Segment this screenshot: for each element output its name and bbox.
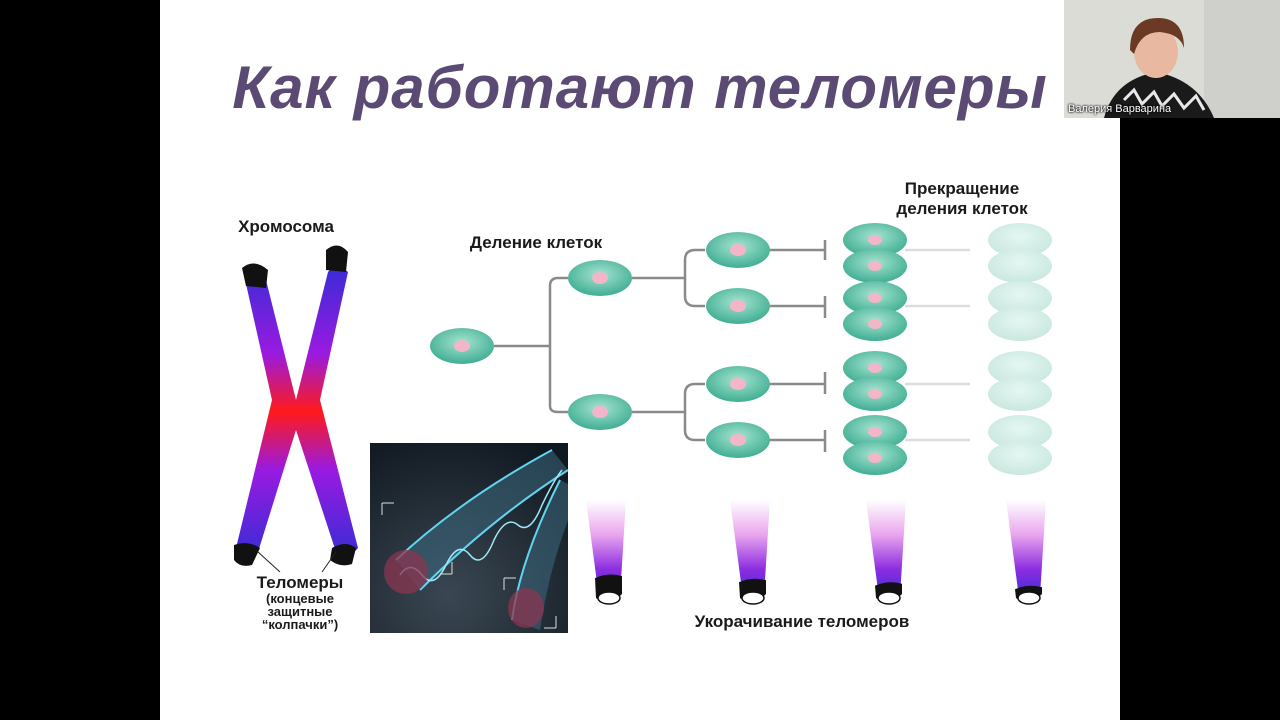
cell-division-diagram xyxy=(430,223,1052,475)
telomeres-note-line3: “колпачки”) xyxy=(262,617,338,632)
participant-video-frame xyxy=(1064,0,1280,118)
participant-video-tile[interactable]: Валерия Варварина xyxy=(1064,0,1280,118)
telomeres-label: Теломеры xyxy=(257,573,344,592)
cell-division-label: Деление клеток xyxy=(470,233,603,252)
telomere-stage-3 xyxy=(866,500,906,604)
tube-tip xyxy=(742,592,764,604)
stop-division-label-line1: Прекращение xyxy=(905,179,1019,198)
telomere-stage-2 xyxy=(730,500,770,604)
tube-tip xyxy=(598,592,620,604)
presentation-slide: Как работают теломеры Хромосома Теломеры… xyxy=(160,0,1120,720)
tube-tip xyxy=(878,592,900,604)
shortening-label: Укорачивание теломеров xyxy=(695,612,910,631)
telomere-shortening-stages xyxy=(586,500,1046,604)
dna-telomere-photo xyxy=(370,443,580,633)
chromosome-illustration xyxy=(234,245,358,565)
chromosome-label: Хромосома xyxy=(238,217,334,236)
tube-tip xyxy=(1018,592,1040,604)
participant-name: Валерия Варварина xyxy=(1068,103,1171,115)
telomere-stage-1 xyxy=(586,500,626,604)
telomere-stage-4 xyxy=(1006,500,1046,604)
slide-title: Как работают теломеры xyxy=(232,54,1047,121)
stop-division-label-line2: деления клеток xyxy=(896,199,1028,218)
